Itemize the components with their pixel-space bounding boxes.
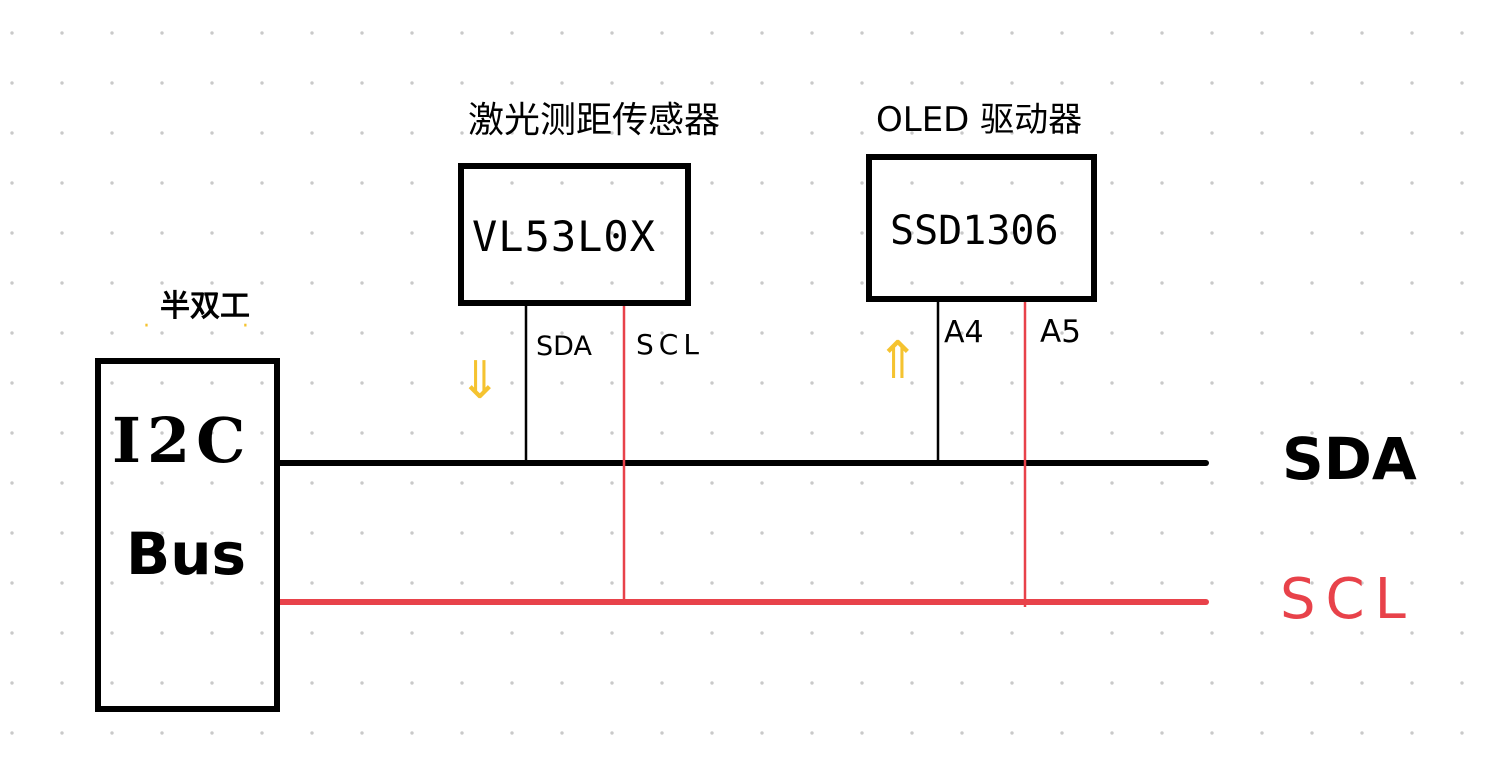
up-arrow-icon: ⇑ (876, 331, 920, 391)
ssd1306-chip-label: SSD1306 (890, 208, 1059, 254)
sensor-title: 激光测距传感器 (468, 100, 721, 141)
oled-title: OLED 驱动器 (876, 100, 1083, 140)
sensor-sda-pin-label: SDA (536, 331, 592, 362)
bus-label-line2: Bus (126, 520, 247, 588)
sensor-scl-pin-label: SCL (636, 328, 704, 361)
half-duplex-note: 半双工 (160, 289, 250, 324)
ssd1306-box (866, 154, 1097, 302)
sda-line-label: SDA (1282, 425, 1417, 493)
vl53l0x-chip-label: VL53L0X (472, 212, 657, 261)
i2c-bus-box (95, 358, 280, 712)
scl-line-label: SCL (1280, 567, 1416, 632)
vl53l0x-box (458, 163, 691, 306)
oled-sda-pin-label: A4 (944, 315, 984, 350)
oled-scl-pin-label: A5 (1040, 314, 1081, 350)
down-arrow-icon: ⇓ (458, 351, 502, 411)
highlight-dots: · · (143, 314, 251, 339)
bus-label-line1: I2C (112, 404, 252, 477)
